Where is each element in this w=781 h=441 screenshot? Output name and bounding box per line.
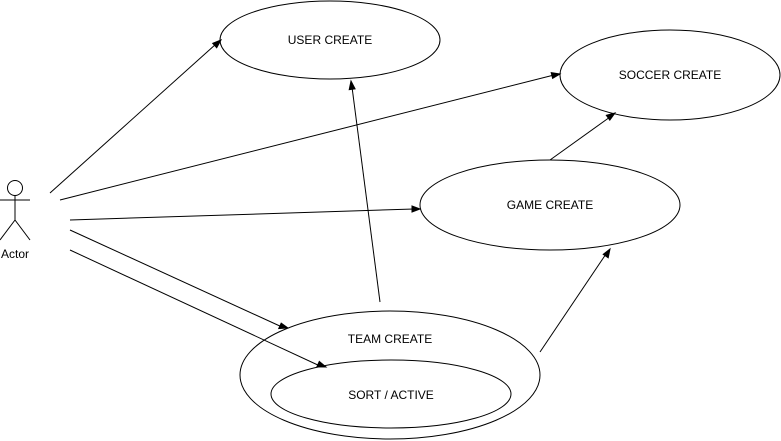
use-case-soccer-create[interactable]: SOCCER CREATE (559, 29, 781, 121)
use-case-sort-active[interactable]: SORT / ACTIVE (270, 359, 512, 429)
use-case-sort-active-label: SORT / ACTIVE (348, 388, 434, 402)
use-case-soccer-create-label: SOCCER CREATE (619, 68, 721, 82)
edge-team-create-to-user-create (348, 79, 381, 303)
actor-label: Actor (1, 247, 29, 261)
actor-right-leg (14, 219, 31, 241)
edge-actor-to-sort-active (69, 249, 328, 368)
edge-actor-to-team-create (69, 229, 290, 330)
edge-actor-to-user-create (49, 39, 223, 194)
actor-head (7, 180, 23, 196)
edge-game-create-to-soccer-create (549, 112, 617, 161)
actor-left-leg (0, 219, 16, 241)
use-case-game-create-label: GAME CREATE (507, 198, 593, 212)
use-case-user-create[interactable]: USER CREATE (219, 0, 441, 80)
actor[interactable]: Actor (0, 180, 31, 262)
use-case-user-create-label: USER CREATE (288, 33, 372, 47)
edge-actor-to-soccer-create (59, 71, 562, 201)
edge-actor-to-game-create (69, 205, 422, 221)
edge-team-create-to-game-create (539, 247, 611, 353)
use-case-game-create[interactable]: GAME CREATE (419, 159, 681, 251)
use-case-team-create-label: TEAM CREATE (348, 332, 432, 346)
